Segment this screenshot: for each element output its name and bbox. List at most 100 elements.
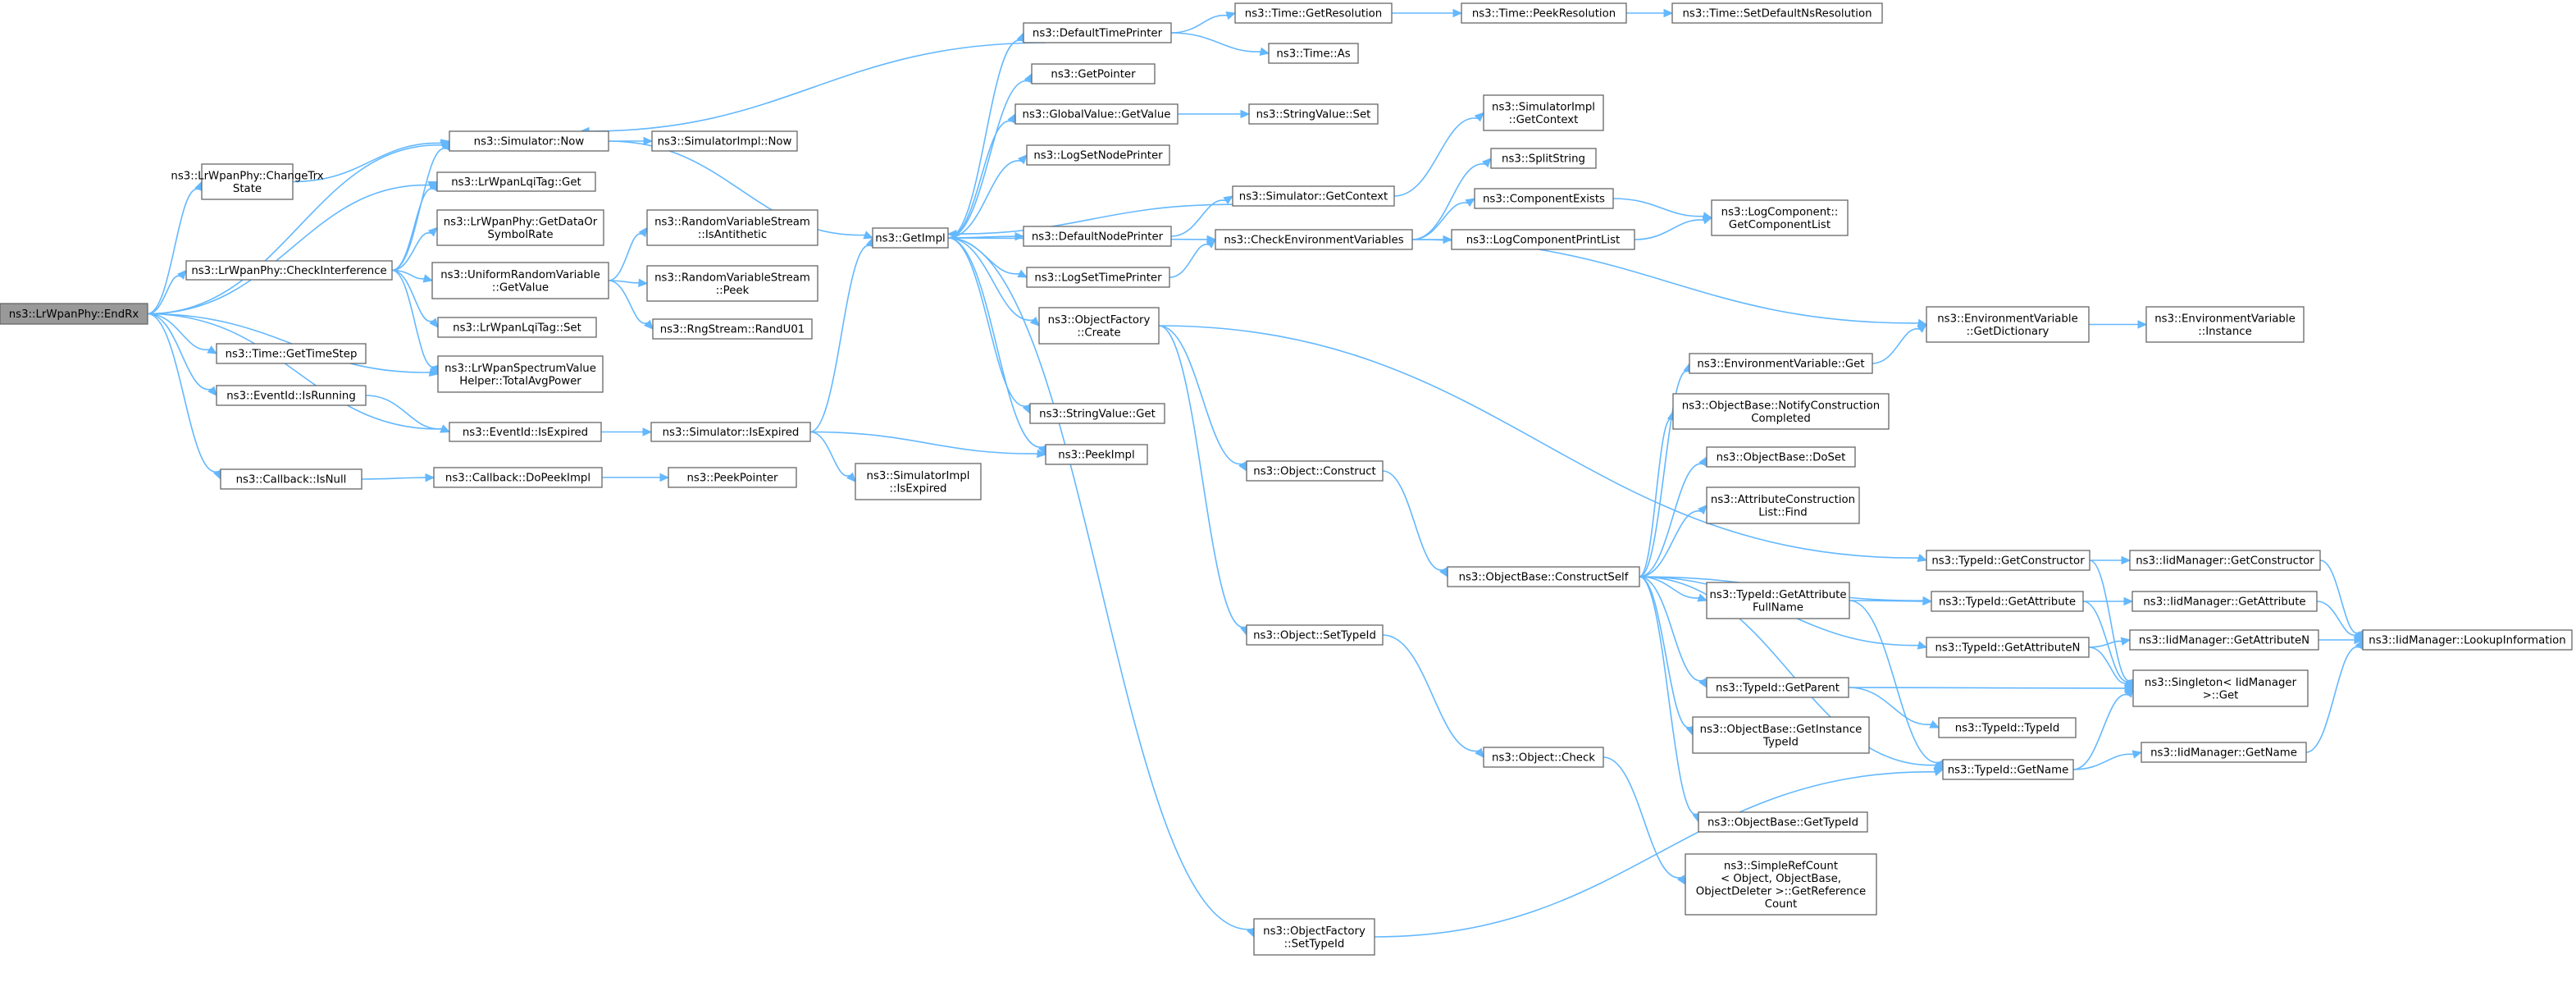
node-objbasecs[interactable]: ns3::ObjectBase::ConstructSelf bbox=[1447, 566, 1640, 587]
node-doset[interactable]: ns3::ObjectBase::DoSet bbox=[1706, 446, 1856, 468]
node-logsettime[interactable]: ns3::LogSetTimePrinter bbox=[1026, 267, 1170, 288]
node-label: ns3::PeekPointer bbox=[686, 473, 778, 485]
node-splitstring[interactable]: ns3::SplitString bbox=[1490, 148, 1597, 169]
edge-line bbox=[2305, 646, 2359, 753]
node-envvarget[interactable]: ns3::EnvironmentVariable::Get bbox=[1689, 353, 1873, 374]
node-tidgetname[interactable]: ns3::TypeId::GetName bbox=[1942, 759, 2074, 780]
node-totalavg[interactable]: ns3::LrWpanSpectrumValueHelper::TotalAvg… bbox=[437, 355, 604, 393]
node-lqiset[interactable]: ns3::LrWpanLqiTag::Set bbox=[437, 317, 597, 338]
node-logsetnode[interactable]: ns3::LogSetNodePrinter bbox=[1026, 144, 1170, 166]
node-timegetres[interactable]: ns3::Time::GetResolution bbox=[1234, 2, 1393, 24]
edge-line bbox=[147, 313, 218, 473]
node-objsettypeid[interactable]: ns3::Object::SetTypeId bbox=[1246, 624, 1384, 646]
node-timepeekres[interactable]: ns3::Time::PeekResolution bbox=[1461, 2, 1627, 24]
node-envvarinst[interactable]: ns3::EnvironmentVariable::Instance bbox=[2145, 306, 2305, 343]
arrowhead-icon bbox=[2120, 637, 2131, 646]
arrowhead-icon bbox=[440, 424, 451, 433]
node-peekimpl[interactable]: ns3::PeekImpl bbox=[1045, 444, 1148, 465]
node-strvalset[interactable]: ns3::StringValue::Set bbox=[1248, 103, 1379, 125]
node-getpointer[interactable]: ns3::GetPointer bbox=[1031, 63, 1156, 84]
node-cbdopeek[interactable]: ns3::Callback::DoPeekImpl bbox=[433, 467, 603, 488]
node-box bbox=[2131, 591, 2318, 612]
node-peekptr[interactable]: ns3::PeekPointer bbox=[668, 467, 797, 488]
node-simimplexp[interactable]: ns3::SimulatorImpl::IsExpired bbox=[855, 463, 982, 500]
arrowhead-icon bbox=[638, 278, 649, 287]
node-simplerefcount[interactable]: ns3::SimpleRefCount< Object, ObjectBase,… bbox=[1685, 853, 1877, 916]
node-simnow[interactable]: ns3::Simulator::Now bbox=[449, 130, 609, 152]
node-timestep[interactable]: ns3::Time::GetTimeStep bbox=[216, 343, 367, 364]
arrowhead-icon bbox=[1452, 8, 1463, 18]
edge-checkintf-to-totalavg bbox=[391, 269, 439, 376]
node-label: ns3::Object::Construct bbox=[1253, 466, 1375, 478]
node-label: ns3::TypeId::GetAttributeN bbox=[1935, 642, 2081, 655]
node-singletonget[interactable]: ns3::Singleton< IidManager>::Get bbox=[2132, 669, 2309, 707]
node-getobjtypeid[interactable]: ns3::ObjectBase::GetTypeId bbox=[1698, 811, 1868, 833]
node-defnodeprinter[interactable]: ns3::DefaultNodePrinter bbox=[1023, 226, 1172, 247]
node-objcheck[interactable]: ns3::Object::Check bbox=[1483, 747, 1604, 768]
node-logcompprint[interactable]: ns3::LogComponentPrintList bbox=[1451, 229, 1635, 250]
node-randu01[interactable]: ns3::RngStream::RandU01 bbox=[652, 318, 813, 340]
edge-getimpl-to-objfactset bbox=[947, 237, 1255, 939]
node-urvget[interactable]: ns3::UniformRandomVariable::GetValue bbox=[431, 262, 609, 299]
node-tidgetparent[interactable]: ns3::TypeId::GetParent bbox=[1706, 677, 1849, 698]
node-rvspeek[interactable]: ns3::RandomVariableStream::Peek bbox=[646, 265, 818, 302]
edge-line bbox=[1411, 163, 1486, 240]
edge-compexists-to-logcompgcl bbox=[1612, 198, 1713, 221]
node-checkenv[interactable]: ns3::CheckEnvironmentVariables bbox=[1215, 229, 1413, 250]
edge-line bbox=[1639, 576, 1936, 766]
node-tidgetctor[interactable]: ns3::TypeId::GetConstructor bbox=[1926, 550, 2090, 571]
node-tidgetattr[interactable]: ns3::TypeId::GetAttribute bbox=[1931, 591, 2084, 612]
node-evexpired[interactable]: ns3::EventId::IsExpired bbox=[449, 422, 602, 442]
node-objfactset[interactable]: ns3::ObjectFactory::SetTypeId bbox=[1253, 918, 1375, 956]
node-timesetdef[interactable]: ns3::Time::SetDefaultNsResolution bbox=[1671, 2, 1883, 24]
edge-cbdopeek-to-peekptr bbox=[601, 473, 670, 482]
node-simgetctx[interactable]: ns3::Simulator::GetContext bbox=[1232, 185, 1395, 207]
node-logcompgcl[interactable]: ns3::LogComponent::GetComponentList bbox=[1711, 199, 1849, 236]
node-iidgetname[interactable]: ns3::IidManager::GetName bbox=[2141, 742, 2307, 763]
node-timeas[interactable]: ns3::Time::As bbox=[1268, 43, 1359, 64]
node-label: ::IsExpired bbox=[889, 482, 946, 495]
node-strvalget[interactable]: ns3::StringValue::Get bbox=[1029, 403, 1165, 424]
node-box bbox=[2129, 550, 2321, 571]
node-gvgetvalue[interactable]: ns3::GlobalValue::GetValue bbox=[1014, 103, 1179, 125]
node-label: ns3::ObjectBase::GetTypeId bbox=[1707, 817, 1858, 829]
node-box bbox=[1447, 566, 1640, 587]
node-deftimeprinter[interactable]: ns3::DefaultTimePrinter bbox=[1023, 22, 1172, 43]
node-label: ::GetValue bbox=[492, 281, 549, 294]
node-compexists[interactable]: ns3::ComponentExists bbox=[1474, 188, 1614, 209]
node-simimplctx[interactable]: ns3::SimulatorImpl::GetContext bbox=[1483, 94, 1604, 131]
node-box bbox=[1942, 759, 2074, 780]
node-iidgetattr[interactable]: ns3::IidManager::GetAttribute bbox=[2131, 591, 2318, 612]
node-envvardict[interactable]: ns3::EnvironmentVariable::GetDictionary bbox=[1926, 306, 2090, 343]
node-cbisnull[interactable]: ns3::Callback::IsNull bbox=[220, 468, 362, 490]
node-iidgetattrn[interactable]: ns3::IidManager::GetAttributeN bbox=[2129, 629, 2319, 651]
edge-line bbox=[1374, 771, 1935, 938]
node-label: ns3::Simulator::GetContext bbox=[1239, 191, 1388, 203]
arrowhead-icon bbox=[1917, 553, 1928, 562]
node-simexpired[interactable]: ns3::Simulator::IsExpired bbox=[650, 422, 811, 442]
node-tidtypeid[interactable]: ns3::TypeId::TypeId bbox=[1938, 717, 2077, 738]
node-box bbox=[216, 385, 367, 406]
node-checkintf[interactable]: ns3::LrWpanPhy::CheckInterference bbox=[185, 260, 393, 281]
node-rvsanti[interactable]: ns3::RandomVariableStream::IsAntithetic bbox=[646, 209, 818, 246]
edge-objfactcreate-to-objconstruct bbox=[1158, 325, 1247, 473]
node-iidlookup[interactable]: ns3::IidManager::LookupInformation bbox=[2362, 629, 2573, 651]
node-iidgetctor[interactable]: ns3::IidManager::GetConstructor bbox=[2129, 550, 2321, 571]
node-tidgetattrn[interactable]: ns3::TypeId::GetAttributeN bbox=[1926, 637, 2090, 658]
node-lqiget[interactable]: ns3::LrWpanLqiTag::Get bbox=[436, 171, 596, 192]
node-simimplnow[interactable]: ns3::SimulatorImpl::Now bbox=[651, 130, 798, 152]
node-label: ns3::ObjectFactory bbox=[1263, 925, 1366, 938]
node-objfactcreate[interactable]: ns3::ObjectFactory::Create bbox=[1038, 307, 1160, 345]
node-notifyconst[interactable]: ns3::ObjectBase::NotifyConstructionCompl… bbox=[1672, 393, 1890, 430]
node-objconstruct[interactable]: ns3::Object::Construct bbox=[1246, 460, 1384, 482]
node-isrunning[interactable]: ns3::EventId::IsRunning bbox=[216, 385, 367, 406]
node-getimpl[interactable]: ns3::GetImpl bbox=[872, 227, 949, 249]
node-endrx[interactable]: ns3::LrWpanPhy::EndRx bbox=[0, 303, 148, 325]
node-box bbox=[1483, 94, 1604, 131]
edge-line bbox=[1411, 239, 1919, 324]
